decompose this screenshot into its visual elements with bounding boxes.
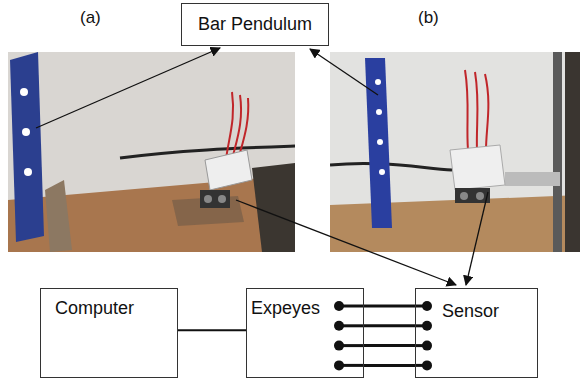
process-box: Computer bbox=[40, 288, 178, 378]
stand-hole bbox=[22, 128, 30, 136]
sensor-eye bbox=[476, 192, 484, 200]
photo-b bbox=[330, 52, 580, 252]
box-label: Bar Pendulum bbox=[198, 14, 312, 35]
red-wire bbox=[475, 72, 478, 150]
sensor-holder bbox=[450, 145, 505, 190]
bar-hole bbox=[376, 109, 382, 115]
dark-box bbox=[252, 163, 295, 252]
box-label: Computer bbox=[55, 298, 134, 319]
process-box: Sensor bbox=[415, 288, 538, 378]
blue-bar bbox=[365, 58, 392, 228]
leader-arrow bbox=[236, 200, 456, 285]
cable bbox=[120, 146, 295, 158]
dark-panel bbox=[565, 52, 580, 252]
leader-arrow bbox=[36, 48, 220, 128]
wire bbox=[364, 344, 415, 347]
metal-stand bbox=[553, 52, 562, 252]
sensor bbox=[200, 190, 230, 208]
box-label: Sensor bbox=[442, 301, 499, 322]
bar-hole bbox=[375, 79, 381, 85]
sensor-eye bbox=[204, 195, 212, 203]
sensor-eye bbox=[460, 192, 468, 200]
bar-hole bbox=[379, 169, 385, 175]
panel-label: (b) bbox=[418, 8, 439, 28]
red-wire bbox=[226, 92, 233, 160]
bar-hole bbox=[377, 139, 383, 145]
sensor bbox=[455, 188, 490, 203]
wall bbox=[330, 52, 580, 252]
blue-stand bbox=[10, 52, 44, 242]
shadow bbox=[172, 196, 244, 226]
wire-dot bbox=[334, 360, 344, 370]
leader-arrow bbox=[466, 192, 488, 285]
wire-dot bbox=[334, 321, 344, 331]
wire-dot bbox=[422, 301, 432, 311]
clamp bbox=[505, 172, 560, 186]
box-label: Expeyes bbox=[251, 298, 320, 319]
wire-dot bbox=[422, 341, 432, 351]
sensor-eye bbox=[218, 195, 226, 203]
table bbox=[330, 195, 580, 252]
wire-dot bbox=[334, 341, 344, 351]
wire bbox=[364, 364, 415, 367]
pendulum-plate bbox=[45, 180, 72, 252]
cable bbox=[330, 163, 452, 170]
process-box: Bar Pendulum bbox=[181, 3, 329, 46]
wire-dot bbox=[334, 301, 344, 311]
red-wire bbox=[485, 74, 488, 150]
wire bbox=[364, 305, 415, 308]
table bbox=[8, 175, 295, 252]
wall bbox=[8, 52, 295, 252]
leader-arrow bbox=[310, 49, 378, 95]
wire-dot bbox=[422, 360, 432, 370]
connector-line bbox=[178, 329, 246, 331]
sensor-holder bbox=[205, 150, 252, 190]
stand-hole bbox=[24, 168, 32, 176]
wire bbox=[364, 324, 415, 327]
stand-hole bbox=[20, 88, 28, 96]
photo-a bbox=[8, 52, 295, 252]
panel-label: (a) bbox=[80, 8, 101, 28]
red-wire bbox=[465, 70, 468, 150]
process-box: Expeyes bbox=[246, 288, 364, 378]
wire-dot bbox=[422, 321, 432, 331]
